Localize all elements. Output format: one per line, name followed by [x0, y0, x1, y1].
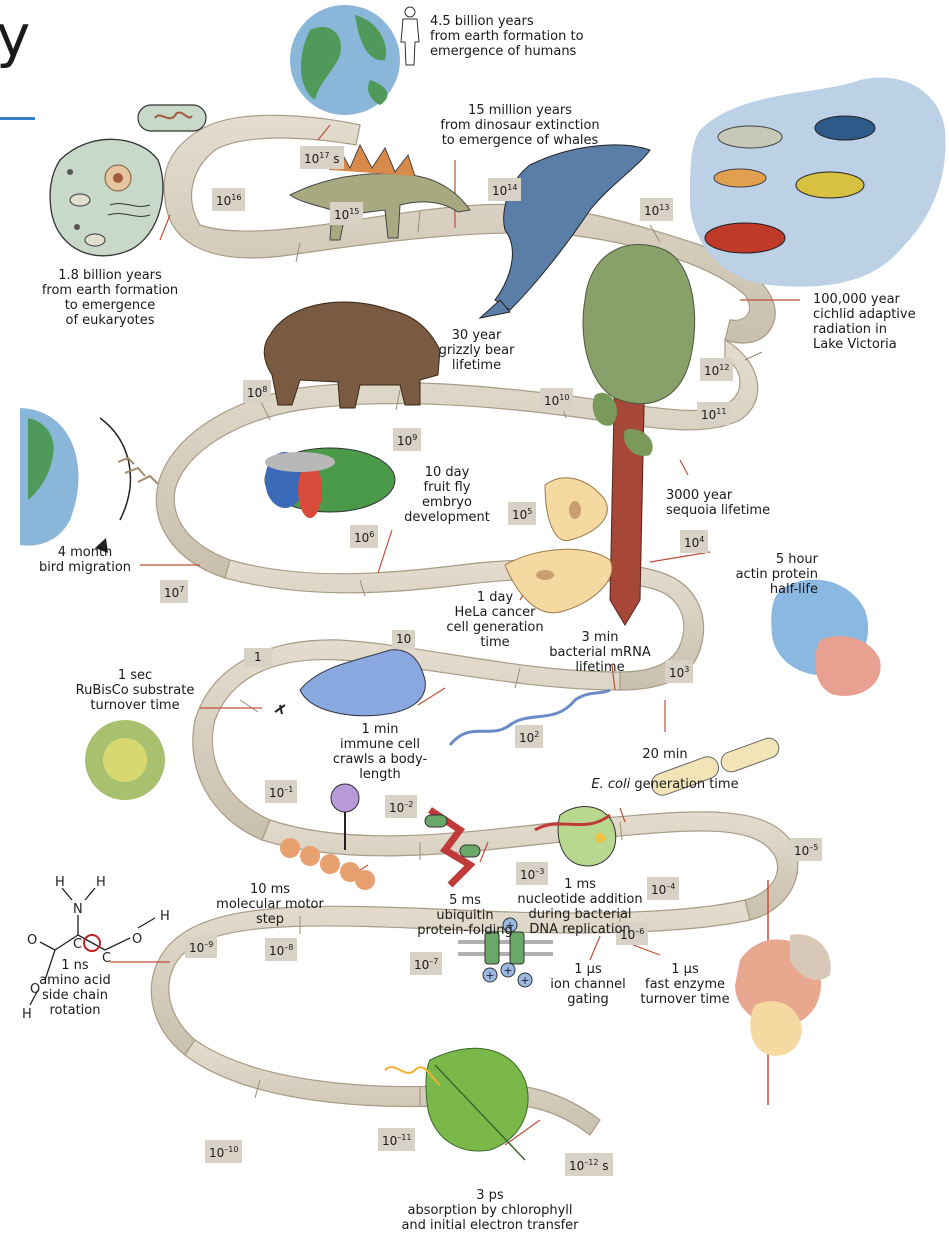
event-ubiquitin: 5 ms ubiquitin protein-folding [405, 893, 525, 938]
event-immune: 1 min immune cell crawls a body- length [320, 722, 440, 782]
event-aminoacid: 1 ns amino acid side chain rotation [30, 958, 120, 1018]
exp-label-10-8: 108 [243, 380, 271, 403]
event-enzyme: 1 μs fast enzyme turnover time [630, 962, 740, 1007]
exp-label-10-16: 1016 [212, 188, 245, 211]
event-motor: 10 ms molecular motor step [210, 882, 330, 927]
migrating-birds-icon [118, 458, 158, 484]
event-whales: 15 million years from dinosaur extinctio… [425, 103, 615, 148]
exp-label-10-m11: 10–11 [378, 1128, 415, 1151]
exp-label-10-12: 1012 [700, 358, 733, 381]
exp-label-1: 1 [244, 648, 272, 667]
atom-h-3: H [160, 909, 170, 924]
exp-label-10-m4: 10–4 [647, 877, 679, 900]
exp-label-10-2: 102 [515, 725, 543, 748]
exp-label-10: 10 [392, 630, 415, 649]
atom-h-2: H [96, 875, 106, 890]
event-actin: 5 hour actin protein half-life [700, 552, 818, 597]
exp-label-10-m9: 10–9 [185, 935, 217, 958]
exp-label-10-m5: 10–5 [790, 838, 822, 861]
exp-label-10-m12: 10–12 s [565, 1153, 613, 1176]
event-chlorophyll: 3 ps absorption by chlorophyll and initi… [380, 1188, 600, 1233]
human-silhouette [401, 7, 419, 65]
event-mrna: 3 min bacterial mRNA lifetime [535, 630, 665, 675]
exp-label-10-4: 104 [680, 530, 708, 553]
exp-label-10-17: 1017 s [300, 146, 344, 169]
event-bear: 30 year grizzly bear lifetime [424, 328, 529, 373]
exp-label-10-m2: 10–2 [385, 795, 417, 818]
ion-sign: + [503, 964, 512, 977]
exp-label-10-7: 107 [160, 580, 188, 603]
exp-label-10-15: 1015 [330, 202, 363, 225]
exp-label-10-13: 1013 [640, 198, 673, 221]
exp-label-10-m10: 10–10 [205, 1140, 242, 1163]
exp-label-10-m8: 10–8 [265, 938, 297, 961]
exp-label-10-m1: 10–1 [265, 780, 297, 803]
actin-protein-icon [771, 580, 880, 696]
exp-label-10-6: 106 [350, 525, 378, 548]
exp-label-10-14: 1014 [488, 178, 521, 201]
prokaryote-icon [138, 105, 206, 131]
exp-label-10-9: 109 [393, 428, 421, 451]
grizzly-bear-icon [264, 302, 440, 408]
atom-o-2: O [132, 932, 142, 947]
event-eukaryotes: 1.8 billion years from earth formation t… [30, 268, 190, 328]
event-ecoli-name: E. coli [591, 777, 630, 792]
exp-label-10-3: 103 [665, 660, 693, 683]
event-fruitfly: 10 day fruit fly embryo development [392, 465, 502, 525]
fruitfly-embryo-icon [265, 448, 395, 518]
exp-label-10-10: 1010 [540, 388, 573, 411]
exp-label-10-5: 105 [508, 502, 536, 525]
earth-globe-left [20, 408, 130, 553]
rubisco-icon [85, 720, 165, 800]
exp-label-10-11: 1011 [697, 402, 730, 425]
earth-globe [290, 5, 400, 115]
exp-label-10-m7: 10–7 [410, 952, 442, 975]
event-ecoli: 20 min E. coli generation time [575, 732, 755, 792]
event-cichlid: 100,000 year cichlid adaptive radiation … [813, 292, 916, 352]
event-ecoli-rest: generation time [630, 777, 738, 792]
event-sequoia: 3000 year sequoia lifetime [666, 488, 770, 518]
event-humans: 4.5 billion years from earth formation t… [430, 14, 584, 59]
ion-sign: + [520, 974, 529, 987]
atom-c-1: C [73, 937, 82, 952]
event-bird: 4 month bird migration [20, 545, 150, 575]
ion-sign: + [485, 969, 494, 982]
event-ionchannel: 1 μs ion channel gating [538, 962, 638, 1007]
atom-n: N [73, 902, 83, 917]
atom-o-1: O [27, 933, 37, 948]
eukaryote-cell-icon [50, 139, 163, 255]
event-nucleotide: 1 ms nucleotide addition during bacteria… [510, 877, 650, 937]
event-rubisco: 1 sec RuBisCo substrate turnover time [60, 668, 210, 713]
atom-h-1: H [55, 875, 65, 890]
event-ecoli-time: 20 min [642, 747, 687, 762]
